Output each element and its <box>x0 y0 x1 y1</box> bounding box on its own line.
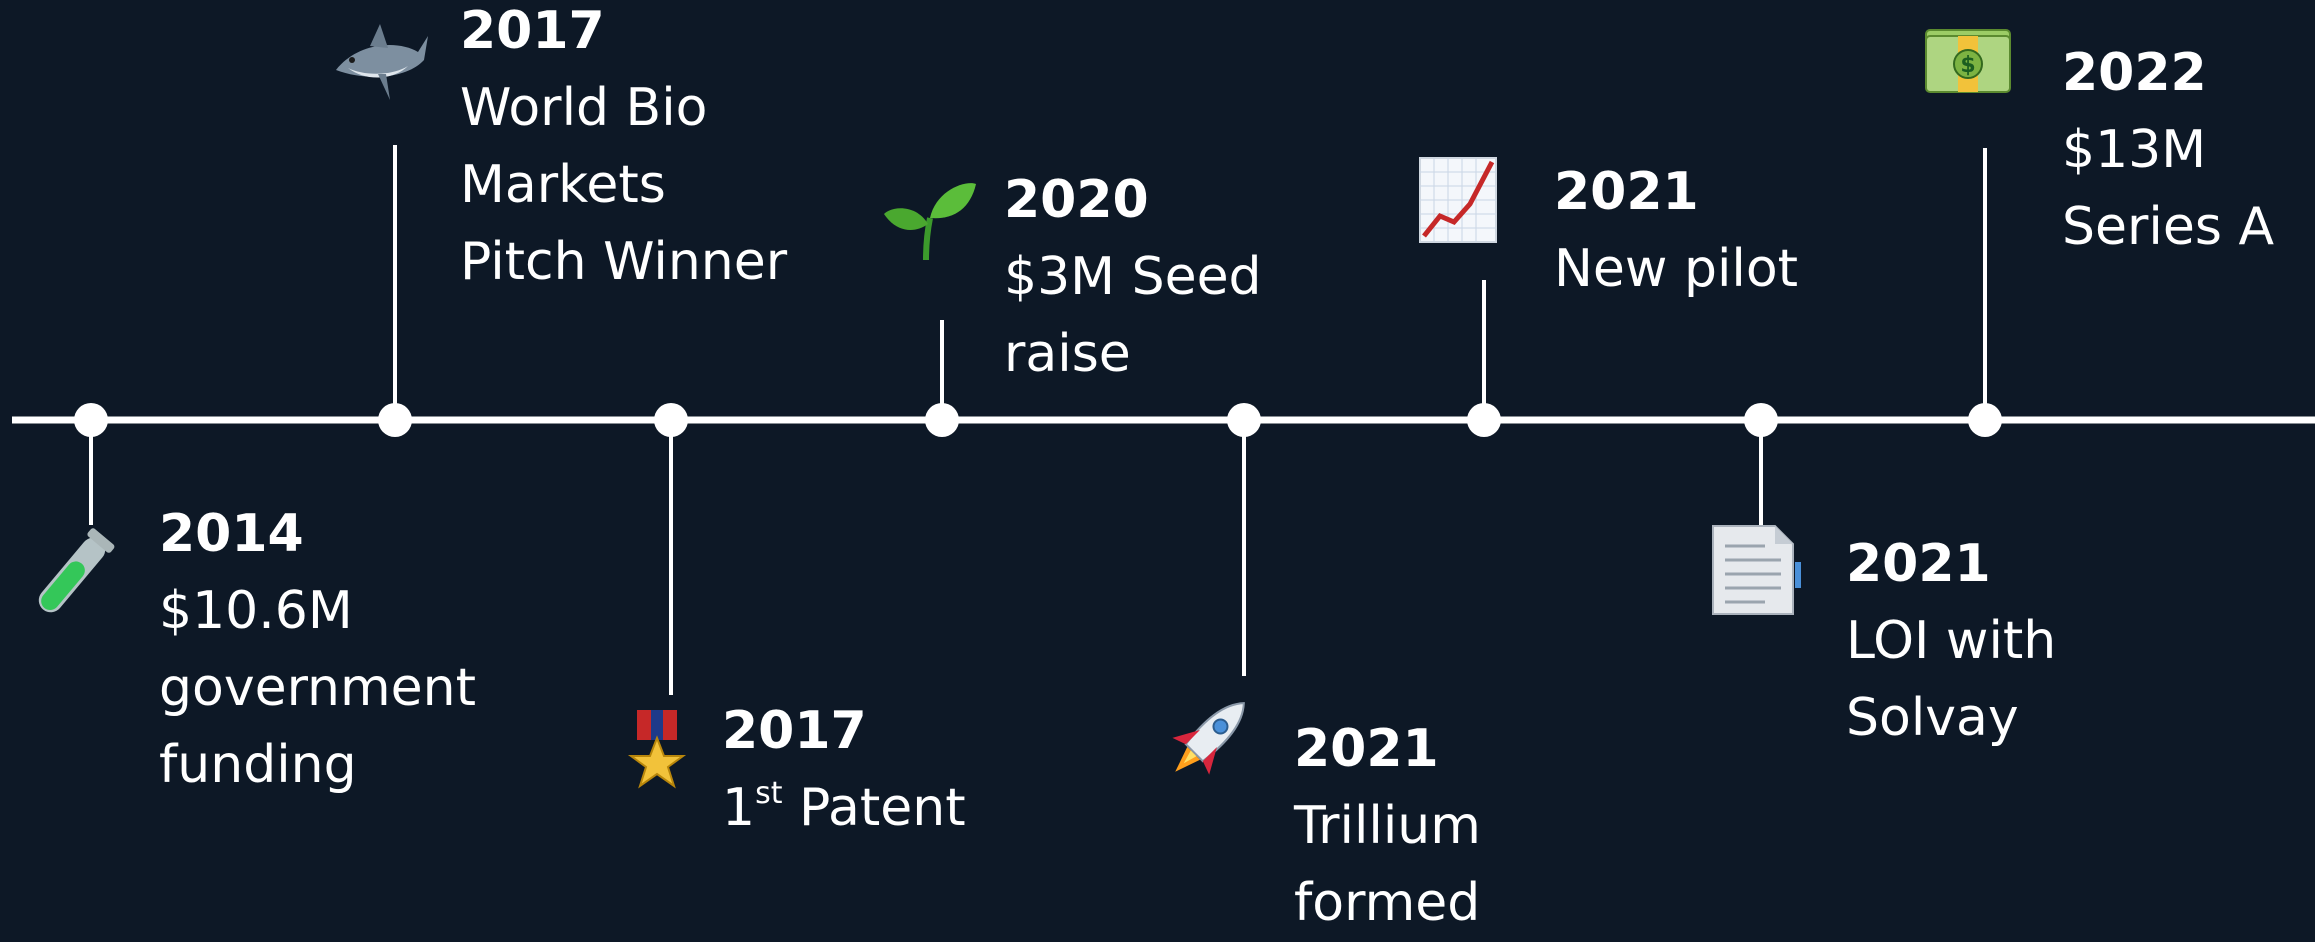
milestone-line: funding <box>159 735 357 795</box>
milestone-2021-pilot: 2021 New pilot <box>1554 154 1798 308</box>
milestone-year: 2021 <box>1846 534 1991 594</box>
milestone-year: 2021 <box>1294 719 1439 779</box>
milestone-line: $10.6M <box>159 581 353 641</box>
milestone-year: 2020 <box>1004 170 1149 230</box>
test-tube-icon <box>38 528 115 613</box>
military-medal-icon <box>627 710 687 789</box>
patent-ordinal-suffix: st <box>755 775 783 811</box>
milestone-year: 2022 <box>2062 43 2207 103</box>
patent-ordinal: 1 <box>722 778 756 838</box>
milestone-line: $3M Seed <box>1004 247 1262 307</box>
milestone-year: 2021 <box>1554 162 1699 222</box>
node-2021-loi <box>1744 403 1778 437</box>
milestone-2021-trillium: 2021 Trillium formed <box>1294 711 1481 942</box>
milestone-line: World Bio <box>460 78 708 138</box>
money-bill-icon: $ <box>1925 29 2011 93</box>
milestone-line: 1st Patent <box>722 770 966 847</box>
milestone-2014-funding: 2014 $10.6M government funding <box>159 496 476 804</box>
milestone-year: 2017 <box>722 701 867 761</box>
seedling-icon <box>884 183 976 261</box>
document-icon <box>1712 525 1801 615</box>
chart-increasing-icon <box>1419 157 1497 243</box>
milestone-line: $13M <box>2062 120 2207 180</box>
patent-label: Patent <box>782 778 966 838</box>
rocket-icon <box>1172 702 1245 775</box>
milestone-line: New pilot <box>1554 239 1799 299</box>
milestone-line: formed <box>1294 873 1481 933</box>
node-2017-patent <box>654 403 688 437</box>
milestone-2017-pitch: 2017 World Bio Markets Pitch Winner <box>460 0 787 301</box>
node-2020-seed <box>925 403 959 437</box>
node-2021-trillium <box>1227 403 1261 437</box>
milestone-year: 2014 <box>159 504 304 564</box>
milestone-2021-loi: 2021 LOI with Solvay <box>1846 526 2056 757</box>
milestone-2022-series-a: 2022 $13M Series A <box>2062 35 2274 266</box>
svg-text:$: $ <box>1960 53 1975 78</box>
milestone-line: government <box>159 658 477 718</box>
milestone-line: Solvay <box>1846 688 2019 748</box>
milestone-line: Pitch Winner <box>460 232 788 292</box>
node-2022-series-a <box>1968 403 2002 437</box>
node-2014-funding <box>74 403 108 437</box>
milestone-2020-seed: 2020 $3M Seed raise <box>1004 162 1262 393</box>
milestone-year: 2017 <box>460 1 605 61</box>
milestone-line: LOI with <box>1846 611 2057 671</box>
milestone-line: Markets <box>460 155 666 215</box>
node-2017-pitch <box>378 403 412 437</box>
milestone-line: Series A <box>2062 197 2275 257</box>
milestone-line: raise <box>1004 324 1131 384</box>
shark-icon <box>336 24 428 100</box>
milestone-line: Trillium <box>1294 796 1481 856</box>
node-2021-pilot <box>1467 403 1501 437</box>
milestone-2017-patent: 2017 1st Patent <box>722 693 966 847</box>
